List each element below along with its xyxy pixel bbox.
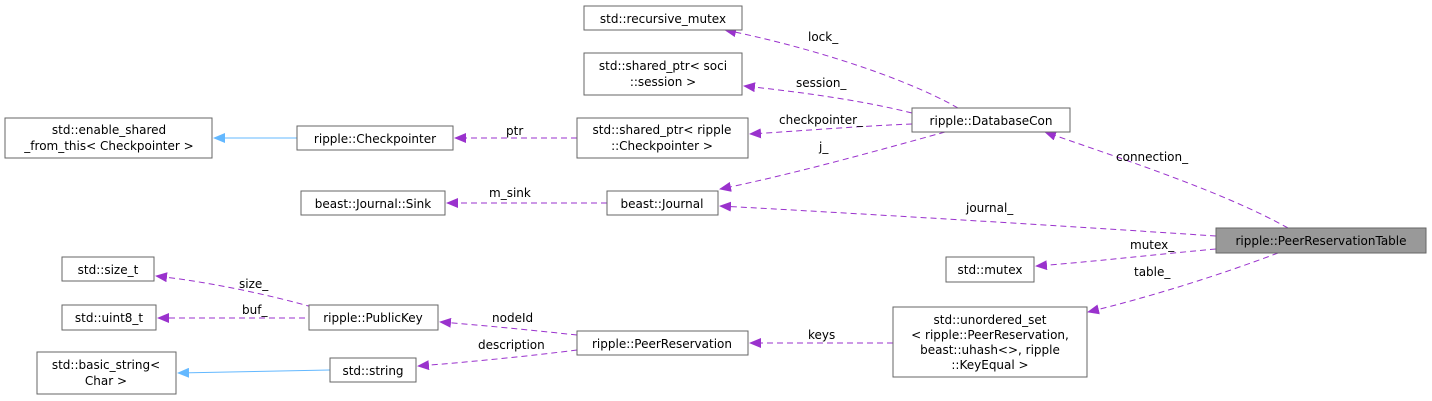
node-public-key[interactable]: ripple::PublicKey (308, 304, 439, 331)
node-peer-reservation-table[interactable]: ripple::PeerReservationTable (1215, 227, 1427, 254)
node-label-line-2: ::Checkpointer > (611, 139, 713, 153)
edge-j (719, 131, 946, 192)
node-label-line-1: std::enable_shared (52, 123, 166, 137)
node-size-t[interactable]: std::size_t (61, 256, 155, 282)
node-label-line-2: ::session > (630, 75, 696, 89)
node-shared-ptr-soci[interactable]: std::shared_ptr< soci ::session > (583, 52, 743, 96)
node-recursive-mutex[interactable]: std::recursive_mutex (583, 5, 743, 31)
node-label: std::recursive_mutex (600, 12, 726, 26)
node-label: ripple::PublicKey (323, 311, 423, 325)
node-uint8-t[interactable]: std::uint8_t (61, 304, 157, 331)
edge-label-table: table_ (1134, 265, 1171, 279)
node-string[interactable]: std::string (329, 357, 417, 383)
edge-description (417, 349, 578, 371)
node-label: beast::Journal (621, 197, 704, 211)
node-journal-sink[interactable]: beast::Journal::Sink (300, 190, 446, 216)
edge-connection (1044, 130, 1289, 229)
node-label: ripple::DatabaseCon (930, 114, 1053, 128)
edge-session (743, 82, 913, 114)
node-label-line-1: std::basic_string< (52, 358, 160, 372)
node-journal[interactable]: beast::Journal (606, 190, 719, 216)
edge-label-mutex: mutex_ (1130, 238, 1175, 252)
node-label: ripple::Checkpointer (314, 132, 436, 146)
node-label-line-3: beast::uhash<>, ripple (920, 343, 1060, 357)
edge-label-session: session_ (796, 76, 847, 90)
edge-label-description: description (478, 338, 545, 352)
edge-label-checkpointer: checkpointer_ (779, 113, 864, 127)
edge-label-ptr: ptr (506, 124, 523, 138)
node-label-line-1: std::unordered_set (934, 313, 1047, 327)
node-label: std::uint8_t (75, 311, 144, 325)
node-database-con[interactable]: ripple::DatabaseCon (911, 107, 1071, 133)
edge-label-keys: keys (808, 328, 835, 342)
node-label: ripple::PeerReservation (592, 337, 732, 351)
node-unordered-set[interactable]: std::unordered_set < ripple::PeerReserva… (892, 306, 1088, 378)
node-label-line-2: _from_this< Checkpointer > (23, 139, 193, 153)
node-label: std::mutex (958, 263, 1023, 277)
node-mutex[interactable]: std::mutex (945, 256, 1035, 283)
edge-label-connection: connection_ (1116, 150, 1189, 164)
node-label: beast::Journal::Sink (315, 197, 432, 211)
edge-label-size: size_ (239, 277, 269, 291)
node-peer-reservation[interactable]: ripple::PeerReservation (576, 330, 749, 356)
edge-mutex (1035, 248, 1217, 271)
node-shared-ptr-checkpointer[interactable]: std::shared_ptr< ripple ::Checkpointer > (576, 117, 749, 159)
edges (155, 27, 1289, 378)
edge-inherit-basic-string (177, 367, 331, 378)
edge-label-node-id: nodeId (492, 311, 533, 325)
node-label-line-2: < ripple::PeerReservation, (911, 328, 1069, 342)
node-label: std::string (342, 364, 403, 378)
node-label: std::size_t (78, 263, 139, 277)
edge-journal (719, 201, 1217, 237)
edge-table (1087, 252, 1279, 315)
node-label: ripple::PeerReservationTable (1235, 234, 1406, 248)
node-label-line-2: Char > (85, 374, 127, 388)
edge-label-lock: lock_ (808, 30, 839, 44)
node-basic-string[interactable]: std::basic_string< Char > (36, 351, 177, 395)
edge-labels: lock_ session_ checkpointer_ j_ connecti… (239, 30, 1189, 352)
edge-label-m-sink: m_sink (489, 186, 531, 200)
node-enable-shared-from-this[interactable]: std::enable_shared _from_this< Checkpoin… (4, 117, 213, 159)
node-label-line-1: std::shared_ptr< ripple (593, 123, 732, 137)
node-checkpointer[interactable]: ripple::Checkpointer (296, 125, 454, 151)
nodes: ripple::PeerReservationTable ripple::Dat… (4, 5, 1427, 395)
edge-size (155, 272, 313, 308)
edge-label-buf: buf_ (242, 303, 268, 317)
edge-label-j: j_ (818, 140, 829, 154)
edge-lock (724, 27, 959, 109)
edge-label-journal: journal_ (965, 201, 1014, 215)
node-label-line-4: ::KeyEqual > (951, 358, 1028, 372)
edge-checkpointer (749, 123, 913, 139)
node-label-line-1: std::shared_ptr< soci (599, 59, 727, 73)
edge-node-id (439, 317, 578, 336)
